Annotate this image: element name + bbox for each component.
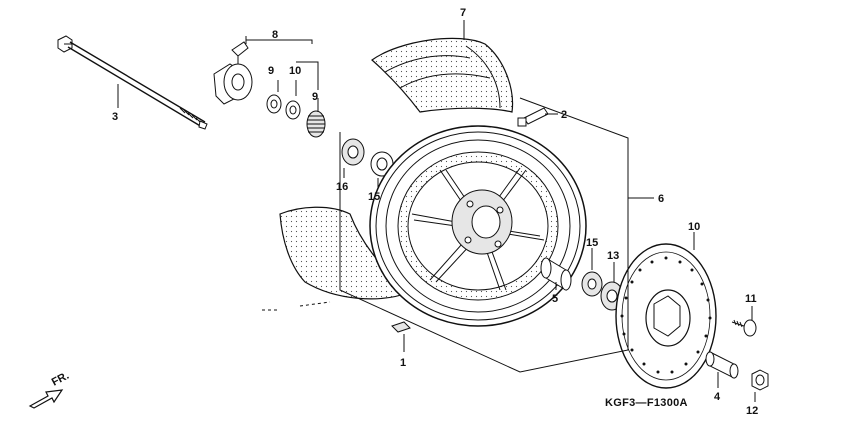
callout-1: 1 bbox=[400, 357, 406, 369]
callout-10b: 10 bbox=[289, 65, 301, 77]
callout-4: 4 bbox=[714, 391, 721, 403]
gear-9 bbox=[306, 110, 326, 138]
speedometer-gearbox bbox=[213, 41, 253, 105]
callout-5: 5 bbox=[552, 293, 558, 305]
collar-4 bbox=[705, 351, 739, 379]
bearing-16 bbox=[341, 138, 365, 166]
callout-15-left: 15 bbox=[368, 191, 380, 203]
callout-16: 16 bbox=[336, 181, 348, 193]
callout-8: 8 bbox=[272, 29, 278, 41]
callout-labels: 3 8 9 10 9 7 2 6 16 15 15 13 5 10 11 4 1… bbox=[112, 7, 758, 417]
callout-15-right: 15 bbox=[586, 237, 598, 249]
reference-code: KGF3—F1300A bbox=[605, 397, 688, 409]
valve-stem bbox=[517, 107, 549, 127]
callout-11: 10 bbox=[688, 221, 700, 233]
callout-3: 3 bbox=[112, 111, 118, 123]
spacer-5 bbox=[540, 257, 572, 291]
callout-6: 6 bbox=[658, 193, 664, 205]
callout-7: 7 bbox=[460, 7, 466, 19]
callout-9: 9 bbox=[312, 91, 318, 103]
callout-12: 11 bbox=[745, 293, 757, 305]
wheel-rim bbox=[369, 125, 587, 327]
axle-bolt bbox=[57, 35, 208, 130]
seal-15-right bbox=[581, 271, 603, 297]
disc-bolt-12 bbox=[731, 319, 757, 337]
tire bbox=[371, 37, 514, 113]
balance-weight-1 bbox=[391, 321, 411, 333]
axle-nut-13 bbox=[751, 369, 769, 391]
washer-10b bbox=[285, 100, 301, 120]
callout-13: 12 bbox=[746, 405, 758, 417]
seal-10a bbox=[266, 94, 282, 114]
front-direction-label: FR. bbox=[50, 370, 71, 389]
callout-2: 2 bbox=[561, 109, 567, 121]
leader-lines bbox=[117, 20, 756, 402]
callout-10a: 9 bbox=[268, 65, 274, 77]
callout-14: 13 bbox=[607, 250, 619, 262]
brake-disc bbox=[615, 243, 717, 389]
front-direction-arrow-icon: FR. bbox=[28, 370, 71, 409]
